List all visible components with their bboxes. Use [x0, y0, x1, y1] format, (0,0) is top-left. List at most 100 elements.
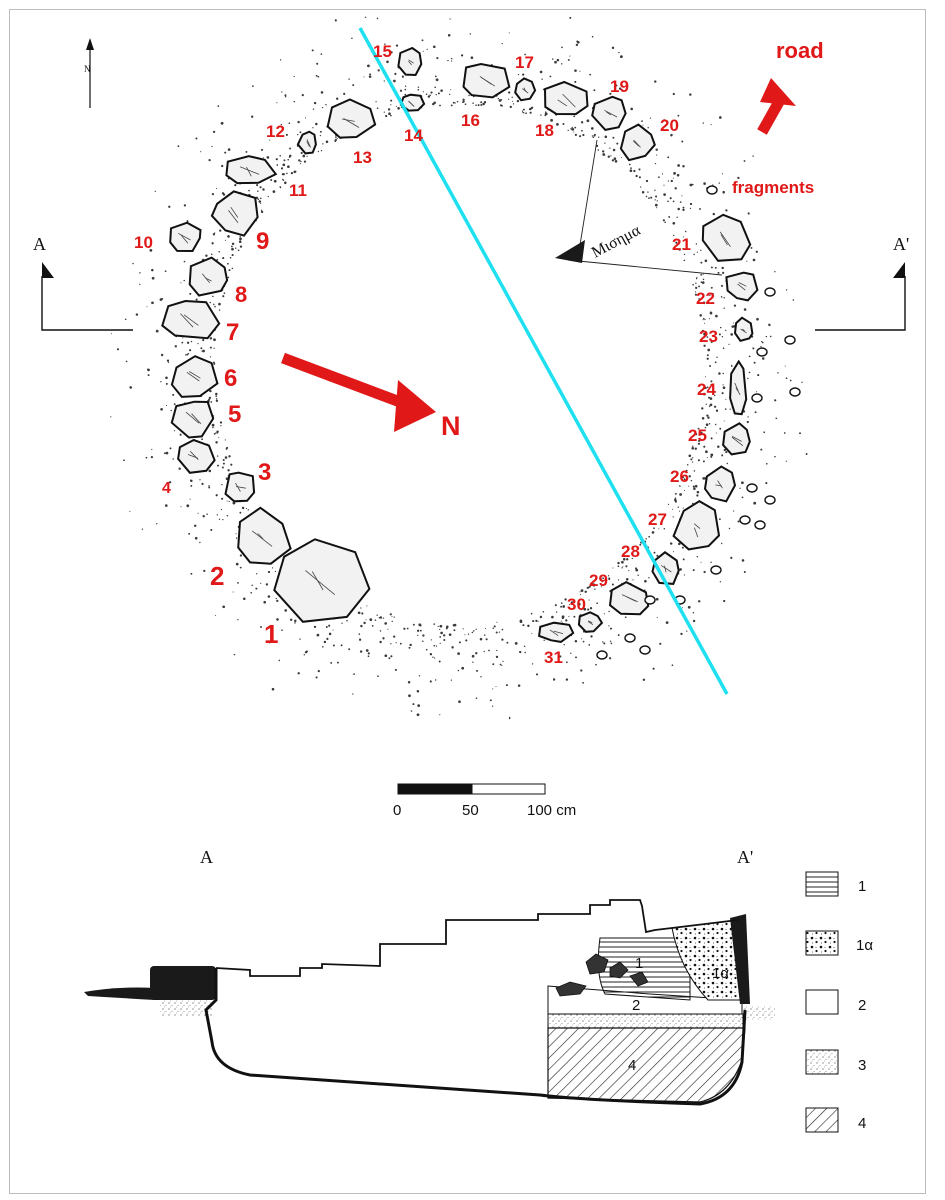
stone-label-20: 20	[660, 116, 679, 135]
stone-label-24: 24	[697, 380, 716, 399]
stone-label-18: 18	[535, 121, 554, 140]
stone-13	[326, 98, 377, 139]
fragment-mark	[624, 633, 636, 643]
legend-label: 1	[858, 878, 866, 895]
stone-label-14: 14	[404, 126, 423, 145]
profile-label-left: A	[200, 847, 213, 867]
stone-label-5: 5	[228, 401, 241, 428]
legend-label: 2	[858, 997, 866, 1014]
stone-ring	[161, 46, 801, 660]
road-label: road	[776, 38, 824, 63]
survey-triangle: Μισημα	[555, 139, 723, 276]
compass-letter: N	[84, 64, 91, 74]
fragment-mark	[706, 185, 718, 195]
stone-label-4: 4	[162, 480, 171, 497]
stone-label-15: 15	[373, 42, 392, 61]
stone-2	[237, 506, 292, 565]
stone-label-27: 27	[648, 510, 667, 529]
stone-label-12: 12	[266, 122, 285, 141]
stone-4	[177, 438, 216, 474]
legend-label: 1α	[856, 937, 873, 954]
stone-24	[729, 359, 748, 416]
scale-tick-100: 100 cm	[527, 802, 576, 819]
stone-6	[170, 355, 219, 398]
scale-tick-50: 50	[462, 802, 479, 819]
stone-11	[225, 155, 278, 185]
stone-label-13: 13	[353, 148, 372, 167]
section-label-left: A	[33, 234, 46, 254]
profile-layer-4: 4	[628, 1057, 636, 1074]
section-profile: A A' 1 1α 2	[84, 847, 775, 1106]
stone-label-29: 29	[589, 571, 608, 590]
profile-label-right: A'	[737, 847, 753, 867]
stone-21	[701, 213, 752, 262]
stone-labels: 1234567891011121314151617181920212223242…	[134, 42, 718, 667]
alignment-line	[358, 27, 729, 695]
sheet-frame	[9, 9, 926, 1194]
stone-label-25: 25	[688, 426, 707, 445]
fragment-mark	[746, 483, 758, 493]
fragment-mark	[644, 595, 656, 605]
stone-label-7: 7	[226, 319, 239, 346]
stone-label-3: 3	[258, 459, 271, 486]
legend-item-2: 2	[805, 989, 866, 1015]
stone-15	[397, 46, 423, 77]
stone-label-10: 10	[134, 233, 153, 252]
stone-1	[273, 538, 371, 623]
section-marker-left: A	[33, 234, 133, 331]
stone-31	[538, 621, 575, 643]
section-marker-right: A'	[815, 234, 909, 331]
stone-label-9: 9	[256, 228, 269, 255]
stone-20	[619, 123, 656, 162]
fragment-mark	[784, 335, 796, 345]
section-label-right: A'	[893, 234, 909, 254]
stone-23	[733, 316, 754, 342]
stone-5	[170, 400, 215, 439]
fragment-mark	[754, 520, 766, 530]
legend: 1 1α 2 3 4	[805, 871, 873, 1133]
profile-layer-1a: 1α	[712, 965, 729, 982]
fragment-mark	[789, 387, 801, 397]
stone-label-28: 28	[621, 542, 640, 561]
stone-label-6: 6	[224, 365, 237, 392]
legend-label: 3	[858, 1057, 866, 1074]
legend-label: 4	[858, 1115, 866, 1132]
north-label: N	[441, 411, 461, 441]
road-arrow-icon	[757, 78, 796, 135]
stone-22	[725, 271, 759, 302]
fragment-mark	[751, 393, 763, 403]
stone-12	[296, 130, 317, 155]
stone-label-8: 8	[235, 282, 247, 307]
fragments-label: fragments	[732, 178, 814, 197]
fragment-mark	[764, 287, 776, 297]
stone-label-1: 1	[264, 619, 278, 649]
fragment-mark	[596, 650, 608, 660]
fragment-mark	[764, 495, 776, 505]
legend-item-4: 4	[805, 1107, 866, 1133]
north-arrow-icon	[281, 352, 436, 432]
stone-label-30: 30	[567, 595, 586, 614]
fragment-mark	[756, 347, 768, 357]
stone-label-22: 22	[696, 289, 715, 308]
compass-icon: N	[84, 38, 94, 108]
legend-item-3: 3	[805, 1049, 866, 1075]
survey-greek-label: Μισημα	[589, 222, 644, 262]
legend-item-1a: 1α	[805, 930, 873, 956]
stone-label-31: 31	[544, 648, 563, 667]
stone-8	[188, 256, 229, 297]
profile-layer-1: 1	[635, 955, 643, 972]
stone-label-2: 2	[210, 561, 224, 591]
soil-stipple	[110, 16, 808, 720]
scale-bar: 0 50 100 cm	[393, 783, 576, 819]
fragment-mark	[739, 515, 751, 525]
profile-layer-2: 2	[632, 997, 640, 1014]
scale-tick-0: 0	[393, 802, 401, 819]
stone-label-19: 19	[610, 77, 629, 96]
legend-item-1: 1	[805, 871, 866, 897]
stone-label-21: 21	[672, 235, 691, 254]
fragment-mark	[710, 565, 722, 575]
stone-label-17: 17	[515, 53, 534, 72]
stone-label-11: 11	[289, 181, 307, 200]
